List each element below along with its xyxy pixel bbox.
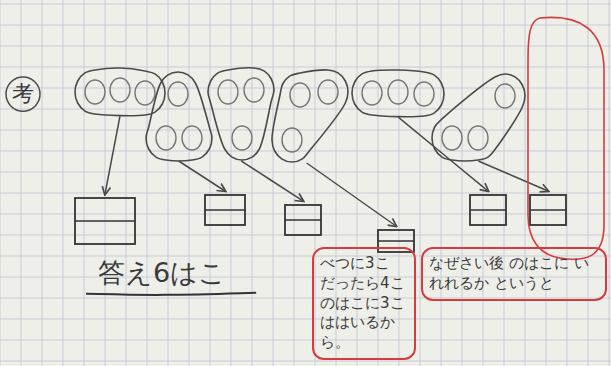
grid-line [231, 0, 232, 366]
box-sketch-line [378, 240, 414, 242]
counter-circle [362, 81, 382, 105]
grid-line [189, 0, 190, 366]
grid-line [84, 0, 85, 366]
box-sketch-line [530, 209, 566, 211]
box-sketch-line [205, 209, 245, 211]
grid-line [441, 0, 442, 366]
grid-line [588, 0, 589, 366]
group-loop [208, 68, 274, 160]
arrow-line [478, 161, 548, 191]
counter-circle [388, 80, 408, 104]
counter-circle [168, 82, 188, 106]
counter-circle [468, 126, 488, 150]
group-loop [432, 74, 525, 161]
box-sketch [470, 195, 506, 225]
grid-line [609, 0, 610, 366]
grid-line [0, 172, 611, 173]
counter-circle [442, 126, 462, 150]
grid-line [0, 0, 1, 366]
group-loop [146, 72, 212, 161]
counter-circle [85, 80, 105, 104]
grid-line [0, 361, 611, 362]
counter-circle [290, 83, 310, 107]
grid-line [0, 25, 611, 26]
grid-line [0, 109, 611, 110]
counter-circle [135, 81, 155, 105]
grid-line [504, 0, 505, 366]
note-box: べつに3こ だったら4こ のはこに3こ ははいるから。 [312, 247, 416, 360]
grid-line [0, 151, 611, 152]
grid-line [21, 0, 22, 366]
grid-line [168, 0, 169, 366]
box-sketch [285, 205, 321, 235]
arrow-line [241, 161, 303, 201]
note-box: なぜさい後 のはこに いれれるか というと [421, 247, 607, 301]
box-sketch-line [470, 209, 506, 211]
group-loop [272, 70, 348, 162]
group-loop [75, 68, 165, 116]
grid-line [462, 0, 463, 366]
box-sketch [205, 195, 245, 225]
grid-line [63, 0, 64, 366]
counter-circle [495, 84, 515, 108]
grid-line [546, 0, 547, 366]
grid-line [0, 46, 611, 47]
grid-line [273, 0, 274, 366]
grid-line [0, 130, 611, 131]
arrow-line [307, 163, 396, 226]
mark-circle [6, 77, 40, 111]
margin-mark: 考 [12, 82, 34, 106]
counter-circle [414, 82, 434, 106]
answer-underline [86, 293, 256, 295]
box-sketch [75, 198, 135, 244]
grid-line [147, 0, 148, 366]
grid-line [126, 0, 127, 366]
grid-line [567, 0, 568, 366]
counter-circle [282, 128, 302, 152]
counting-illustration [6, 17, 604, 294]
grid-line [525, 0, 526, 366]
counter-circle [110, 78, 130, 102]
grid-line [0, 193, 611, 194]
grid-line [315, 0, 316, 366]
grid-line [252, 0, 253, 366]
grid-line [0, 319, 611, 320]
grid-line [105, 0, 106, 366]
counter-circle [244, 78, 264, 102]
arrow-line [398, 117, 488, 191]
counter-circle [182, 126, 202, 150]
arrow-line [179, 161, 225, 191]
counter-circle [218, 80, 238, 104]
note-text: なぜさい後 のはこに いれれるか というと [429, 254, 599, 294]
counter-circle [232, 126, 252, 150]
box-sketch [530, 195, 566, 225]
red-outline [528, 17, 604, 259]
grid-line [0, 4, 611, 5]
note-text: べつに3こ だったら4こ のはこに3こ ははいるから。 [320, 254, 408, 353]
grid-line [210, 0, 211, 366]
counter-circle [156, 126, 176, 150]
grid-line [420, 0, 421, 366]
answer-text: 答え6はこ [98, 258, 226, 288]
grid-line [0, 214, 611, 215]
box-sketch-line [285, 219, 321, 221]
grid-line [483, 0, 484, 366]
grid-line [42, 0, 43, 366]
grid-line [0, 88, 611, 89]
counter-circle [318, 80, 338, 104]
grid-line [0, 67, 611, 68]
arrow-line [105, 116, 120, 194]
grid-line [294, 0, 295, 366]
box-sketch-line [75, 220, 135, 222]
group-loop [352, 70, 444, 117]
grid-line [0, 340, 611, 341]
grid-line [0, 298, 611, 299]
